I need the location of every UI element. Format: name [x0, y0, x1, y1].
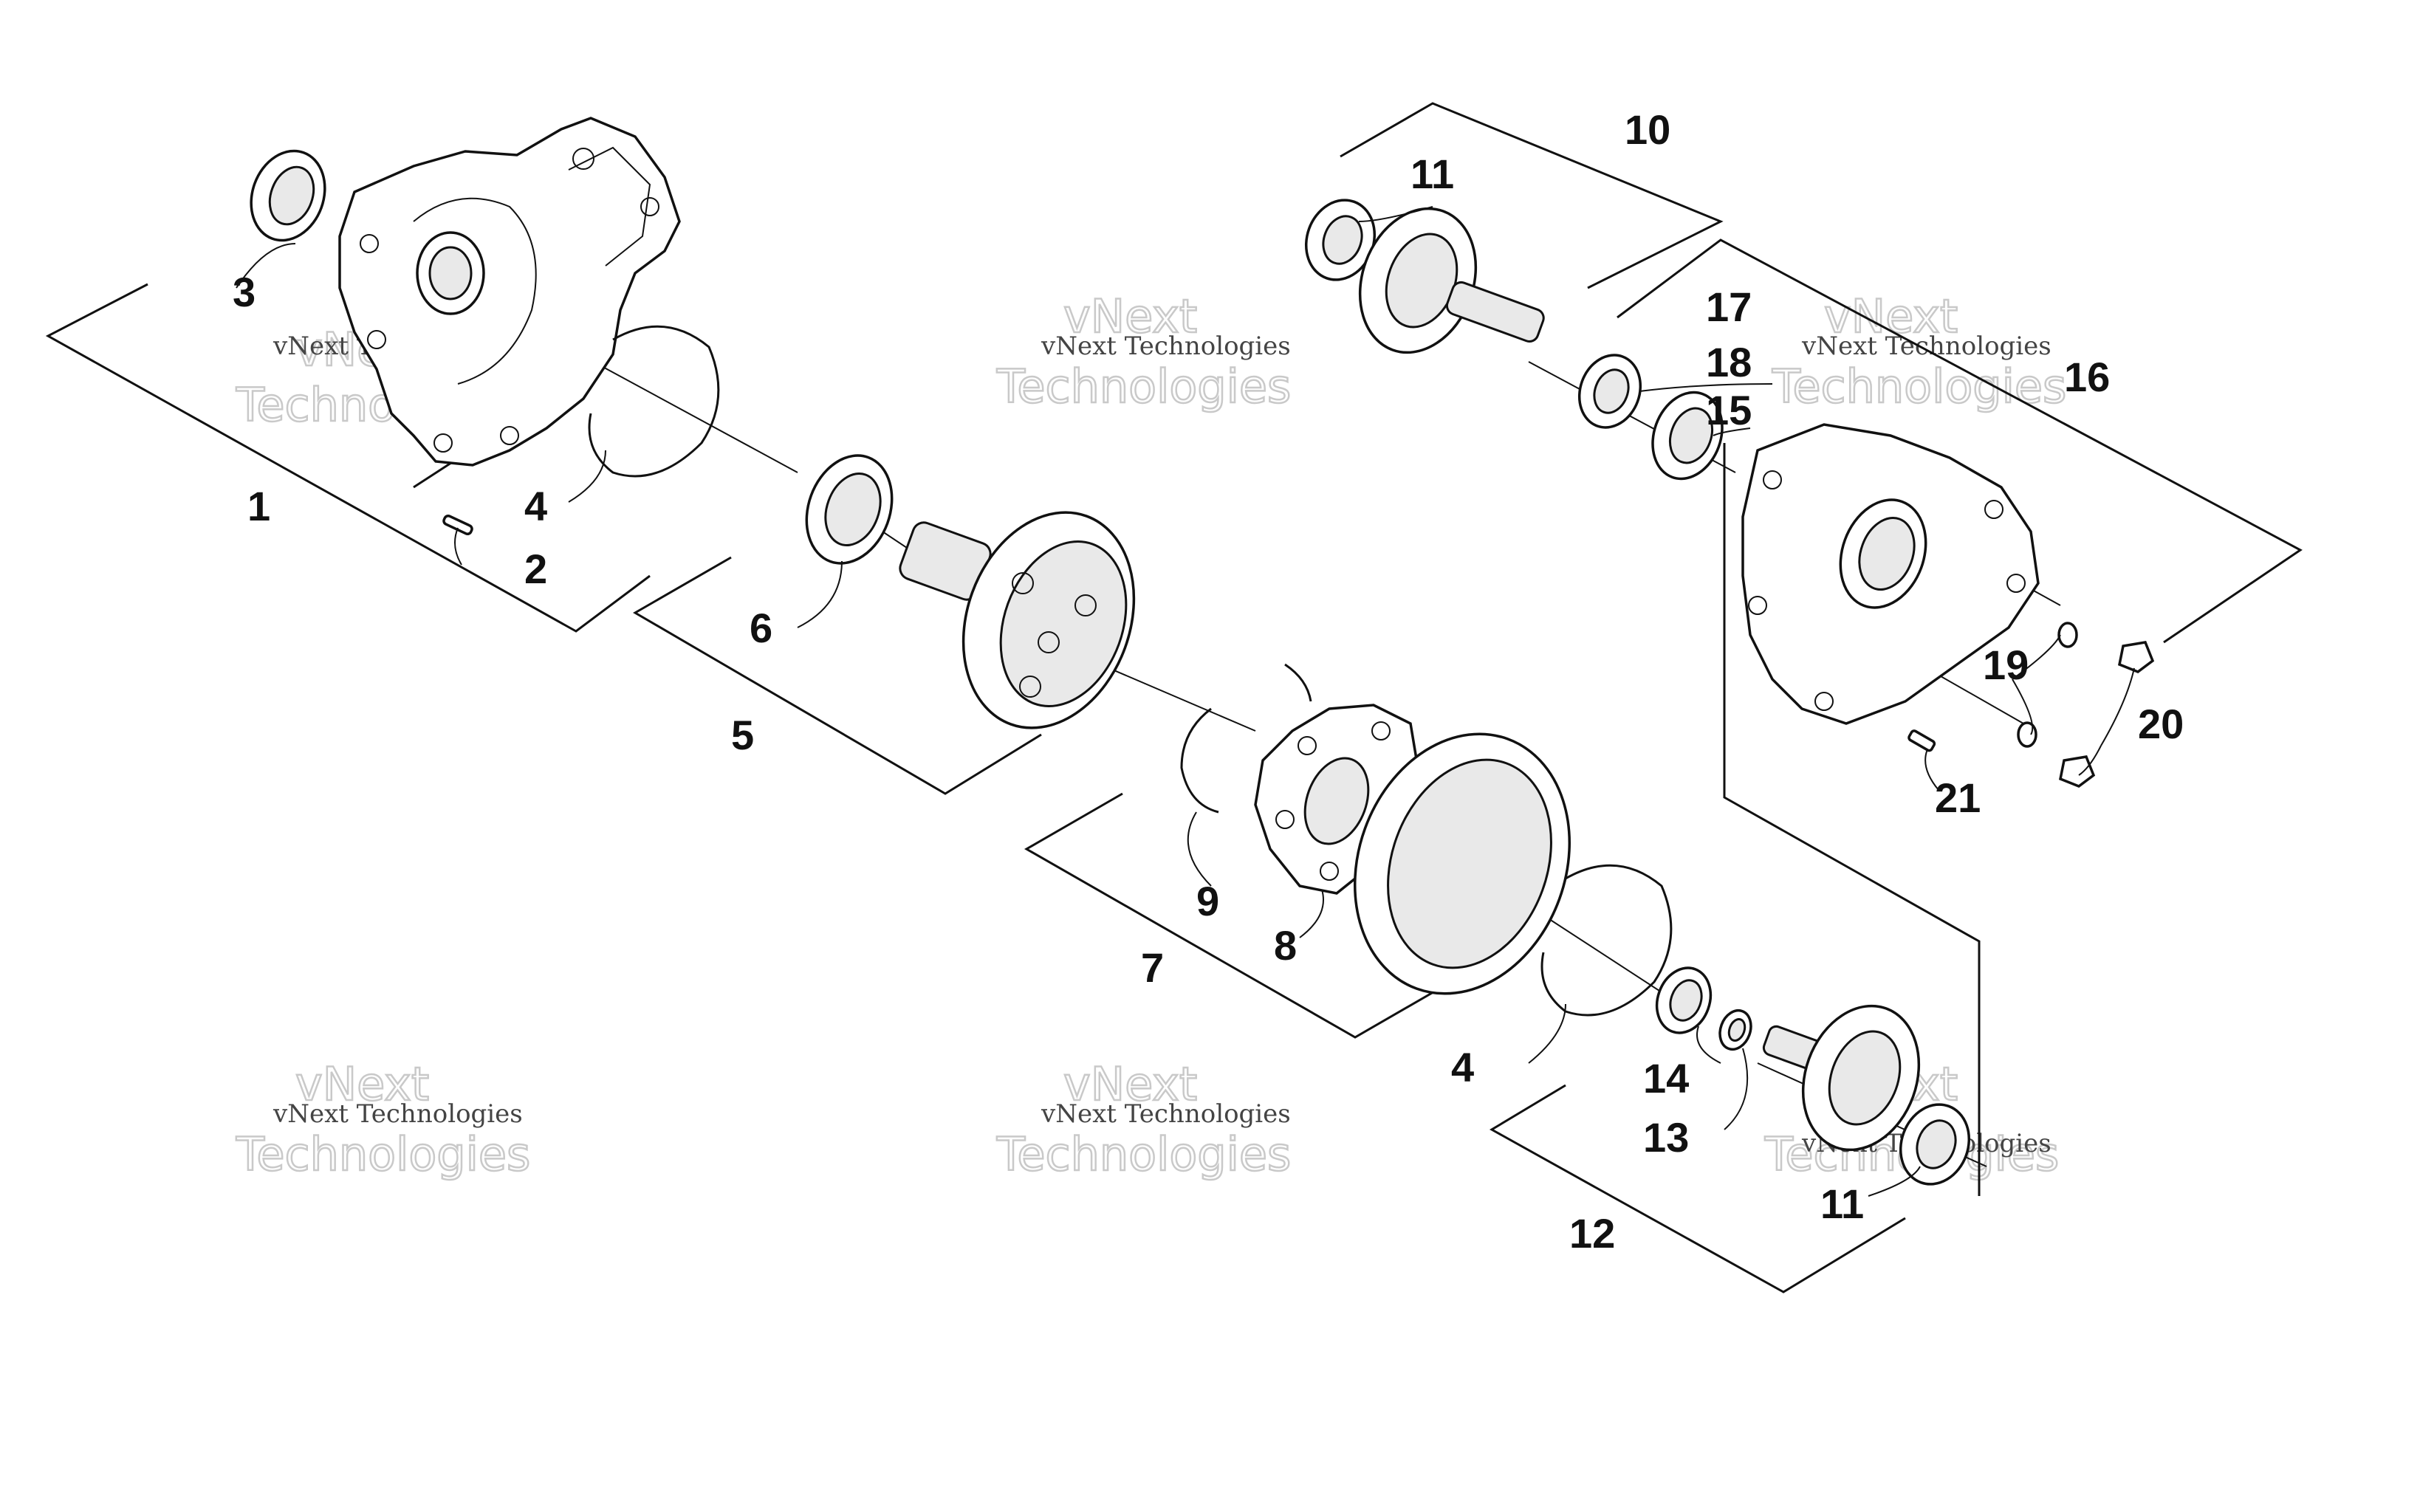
watermark-small: vNext Technologies [272, 1099, 523, 1129]
snap-ring-part-9 [1180, 663, 1312, 814]
bracket-10 [1340, 102, 1724, 289]
watermark-center-top: vNext Technologies vNext Technologies [995, 289, 1292, 415]
callout-10: 10 [1625, 106, 1670, 153]
watermark-big-1: vNext [295, 1057, 429, 1111]
bracket-7 [1024, 792, 1452, 1039]
callout-8: 8 [1274, 922, 1297, 969]
bearing-part-14 [1655, 966, 1713, 1034]
seal-part-3 [250, 149, 326, 242]
plug-part-20-lower [2058, 755, 2096, 788]
seal-part-17 [1577, 354, 1642, 429]
bolt-part-21 [1907, 729, 1936, 752]
watermark-big-2: Technologies [236, 1127, 530, 1181]
bracket-1 [45, 283, 651, 633]
ring-gear-part-7 [1354, 732, 1571, 995]
assembly-brackets [45, 102, 2303, 1293]
callout-4-top: 4 [524, 483, 547, 529]
watermark-big-1: vNext [1063, 289, 1197, 343]
callout-18: 18 [1706, 339, 1752, 385]
callout-17: 17 [1706, 284, 1752, 330]
callout-13: 13 [1643, 1114, 1689, 1161]
pin-part-2 [442, 515, 473, 535]
callout-12: 12 [1569, 1210, 1615, 1257]
watermark-big-1: vNext [1063, 1057, 1197, 1111]
watermark-center-bottom: vNext Technologies vNext Technologies [995, 1056, 1292, 1183]
gear-part-10 [1358, 207, 1545, 354]
callout-15: 15 [1706, 387, 1752, 433]
housing-right-part-16 [1741, 423, 2040, 725]
bearing-part-11-top [1304, 199, 1377, 281]
callout-16: 16 [2064, 354, 2110, 400]
callout-11-bottom: 11 [1820, 1181, 1864, 1227]
axis-lines [450, 284, 2061, 1167]
callout-5: 5 [731, 712, 754, 758]
watermark-big-1: vNext [1824, 289, 1958, 343]
gear-part-12 [1762, 1004, 1921, 1152]
watermark-small: vNext Technologies [1041, 1099, 1291, 1129]
washer-part-13 [1718, 1008, 1752, 1051]
axis-line [1100, 664, 1256, 732]
callout-7: 7 [1141, 944, 1164, 991]
bearing-part-18 [1651, 391, 1724, 481]
bracket-12 [1490, 1084, 1906, 1293]
housing-left-part-1 [338, 117, 681, 467]
watermark-right-top: vNext Technologies vNext Technologies [1771, 289, 2068, 415]
watermark-big-2: Technologies [1772, 360, 2066, 413]
o-ring-part-19-upper [2057, 622, 2078, 648]
callout-19: 19 [1983, 642, 2029, 688]
callout-4-bottom: 4 [1451, 1044, 1474, 1090]
callout-21: 21 [1935, 774, 1981, 821]
watermark-small: vNext Technologies [1801, 331, 2051, 361]
callout-6: 6 [750, 605, 772, 651]
bracket-16-lower [1723, 443, 1981, 1196]
bearing-part-6 [805, 454, 894, 565]
watermark-small: vNext Technologies [1041, 331, 1291, 361]
callout-20: 20 [2138, 701, 2184, 747]
callout-3: 3 [233, 269, 256, 315]
plug-part-20-upper [2117, 641, 2155, 673]
bracket-5 [633, 556, 1042, 795]
watermark-big-2: Technologies [996, 1127, 1291, 1181]
bracket-16 [1617, 238, 2303, 644]
callout-11-top: 11 [1410, 151, 1454, 197]
leader-lines [236, 206, 2135, 1197]
o-ring-part-19-lower [2017, 721, 2037, 748]
callout-2: 2 [524, 546, 547, 592]
watermark-big-2: Technologies [996, 360, 1291, 413]
callout-14: 14 [1643, 1055, 1689, 1102]
callout-1: 1 [247, 483, 270, 529]
ring-gear-part-5 [899, 511, 1136, 729]
callout-9: 9 [1196, 878, 1219, 924]
snap-ring-part-4-bottom [1540, 864, 1673, 1017]
bearing-part-11-bottom [1899, 1103, 1971, 1186]
callout-labels: 3 1 2 4 6 5 9 8 7 4 14 13 12 11 10 11 17… [233, 106, 2184, 1257]
watermark-left-bottom: vNext Technologies vNext Technologies [235, 1056, 532, 1183]
